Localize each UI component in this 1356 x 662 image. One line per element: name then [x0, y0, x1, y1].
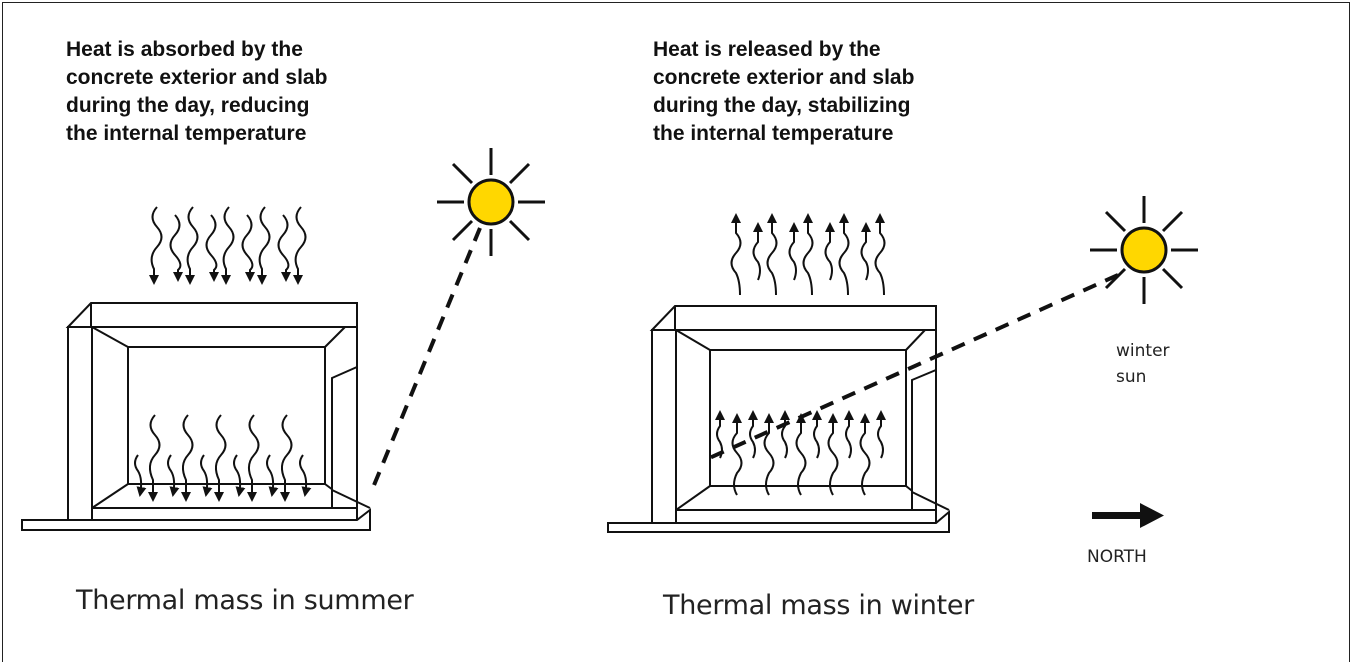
summer-heat-arrows-top [149, 206, 307, 285]
winter-heat-arrows-top [730, 213, 886, 296]
winter-heading-line: during the day, stabilizing [653, 94, 911, 117]
winter-heading-line: concrete exterior and slab [653, 66, 915, 89]
summer-sun-icon [437, 148, 545, 256]
summer-heading-line: Heat is absorbed by the [66, 38, 303, 61]
summer-heading-line: during the day, reducing [66, 94, 310, 117]
winter-sun-label-line: winter [1116, 341, 1170, 361]
summer-heading-line: the internal temperature [66, 122, 307, 145]
winter-heading-line: Heat is released by the [653, 38, 881, 61]
winter-heading: Heat is released by the concrete exterio… [653, 36, 914, 148]
summer-sun-ray [370, 227, 482, 491]
winter-sun-label: winter sun [1116, 338, 1170, 390]
summer-heat-arrows-inside [134, 414, 312, 502]
north-label: NORTH [1087, 547, 1147, 567]
summer-caption: Thermal mass in summer [76, 585, 414, 616]
north-arrow-icon [1092, 503, 1164, 528]
winter-sun-icon [1090, 196, 1198, 304]
winter-heading-line: the internal temperature [653, 122, 894, 145]
winter-sun-ray [704, 273, 1119, 462]
winter-heat-arrows-inside [715, 410, 886, 496]
winter-caption: Thermal mass in winter [663, 590, 974, 621]
summer-building [21, 302, 371, 531]
summer-heading-line: concrete exterior and slab [66, 66, 328, 89]
summer-heading: Heat is absorbed by the concrete exterio… [66, 36, 327, 148]
winter-sun-label-line: sun [1116, 367, 1147, 387]
winter-building [607, 305, 950, 533]
